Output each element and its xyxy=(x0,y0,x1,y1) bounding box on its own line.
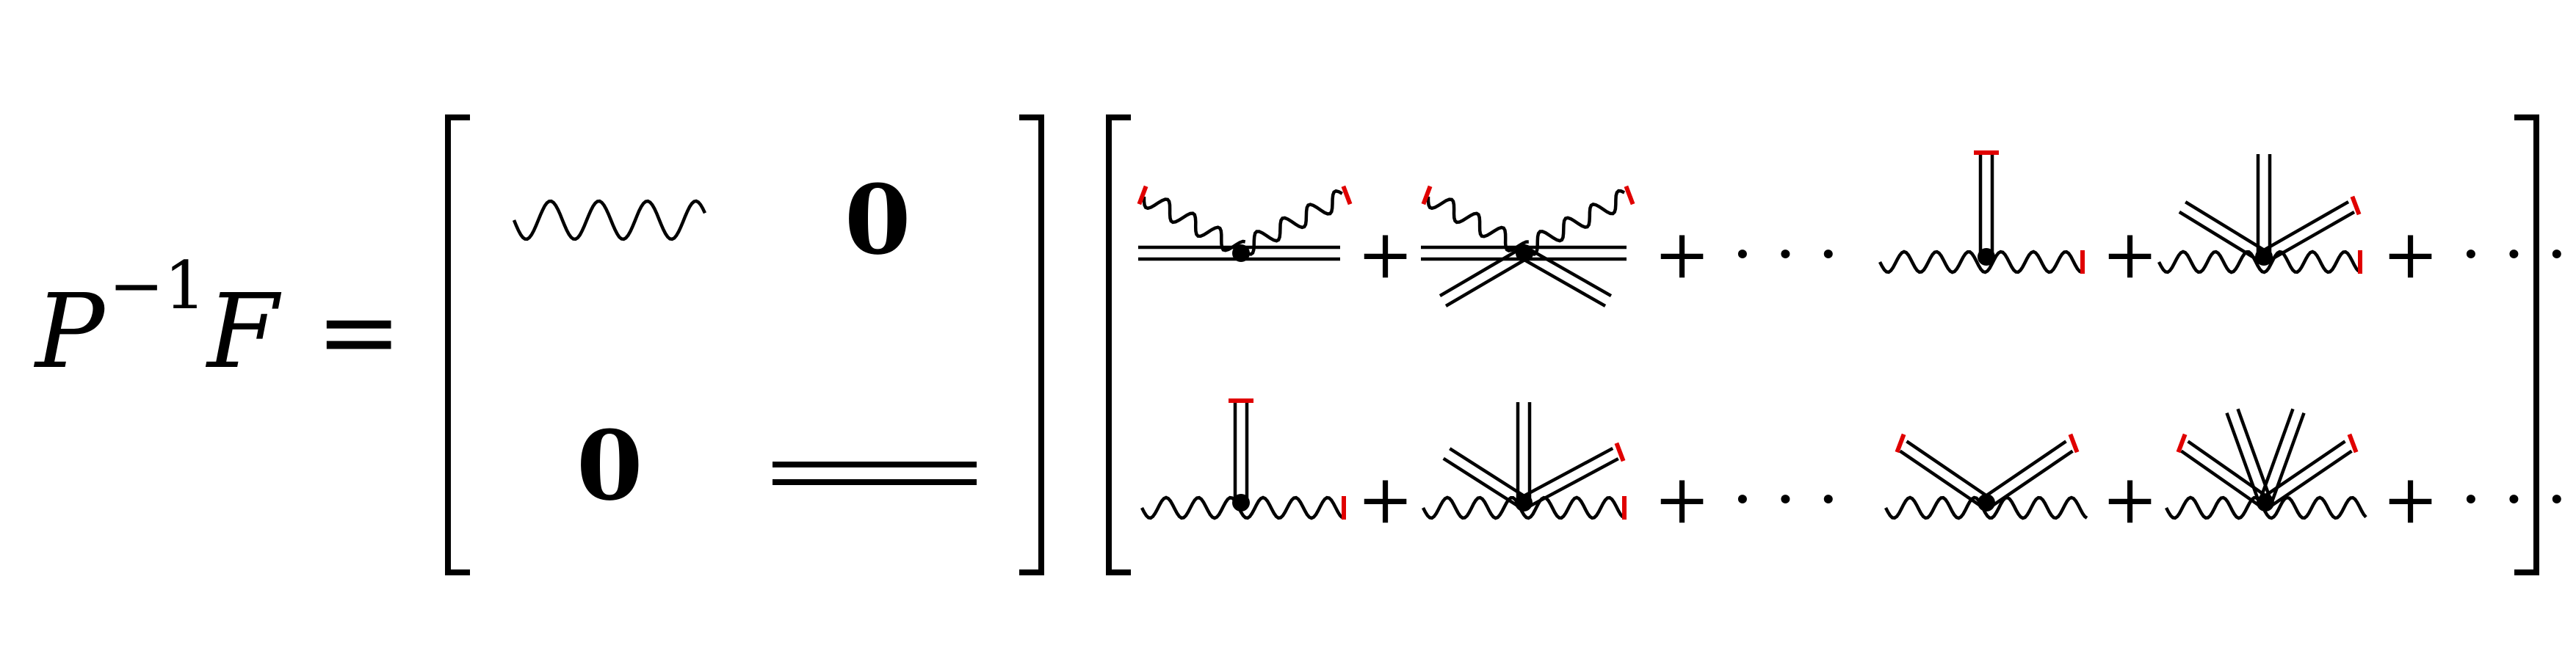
lhs-script-f: F xyxy=(205,272,282,392)
wavy-line-icon xyxy=(1140,495,1344,520)
red-tee-icon xyxy=(2350,195,2362,216)
vertex-dot-icon xyxy=(2255,248,2273,266)
lhs-script-p: P xyxy=(33,272,106,392)
double-line-icon xyxy=(2258,408,2306,506)
zero-bottom: 0 xyxy=(576,409,643,522)
double-line-icon xyxy=(2261,440,2353,509)
plus-ellipsis: + · · · xyxy=(2382,460,2568,539)
red-tee-icon xyxy=(1624,185,1635,205)
double-line-icon xyxy=(1233,402,1249,503)
feynman-diagram-grid xyxy=(1137,150,2367,520)
double-line-icon xyxy=(1982,440,2074,509)
double-line-icon xyxy=(2256,154,2272,257)
double-line-icon xyxy=(1516,402,1532,503)
right-matrix-close-bracket xyxy=(2514,114,2539,575)
diagram-r2c3 xyxy=(1884,433,2088,520)
double-line-icon xyxy=(1439,247,1529,307)
wavy-propagator-cell xyxy=(512,199,707,241)
vertex-dot-icon xyxy=(2257,494,2274,511)
red-tee-icon xyxy=(1341,185,1353,205)
double-line-icon xyxy=(1442,447,1528,509)
plus-sign: + xyxy=(1357,460,1414,539)
plus-ellipsis: + · · · xyxy=(2382,215,2568,294)
vertex-dot-icon xyxy=(1515,494,1533,511)
vertex-dot-icon xyxy=(1978,248,1995,266)
equals-sign: = xyxy=(316,272,402,392)
vertex-dot-icon xyxy=(1232,244,1250,262)
wavy-line-icon xyxy=(1426,197,1529,252)
wavy-line-icon xyxy=(2157,250,2360,274)
double-propagator-cell xyxy=(773,462,977,485)
lhs-expression: P −1 F = xyxy=(33,247,402,392)
wavy-line-icon xyxy=(512,199,707,241)
plus-ellipsis: + · · · xyxy=(1654,215,1839,294)
diagram-r1c1 xyxy=(1137,185,1353,262)
wavy-line-icon xyxy=(1240,189,1343,256)
double-line-icon xyxy=(2178,200,2268,263)
red-tee-icon xyxy=(1614,442,1626,462)
wavy-line-icon xyxy=(1878,250,2083,274)
red-tee-icon xyxy=(1137,185,1148,205)
red-tee-icon xyxy=(1421,185,1433,205)
diagram-r2c4 xyxy=(2165,408,2367,520)
diagram-r2c1 xyxy=(1140,398,1346,520)
series-operators: + + · · · + + · · · + + · · · + + · · · xyxy=(1357,215,2568,539)
vertex-dot-icon xyxy=(1516,244,1533,262)
left-matrix-open-bracket xyxy=(445,114,470,575)
double-line-icon xyxy=(1520,446,1619,510)
diagram-r1c2 xyxy=(1421,185,1635,307)
diagram-r1c4 xyxy=(2157,154,2362,274)
wavy-line-icon xyxy=(2165,495,2367,520)
right-matrix-open-bracket xyxy=(1106,114,1131,575)
plus-sign: + xyxy=(1357,215,1414,294)
red-tee-icon xyxy=(2176,433,2188,454)
double-line-icon xyxy=(2260,200,2356,263)
lhs-exponent: −1 xyxy=(109,247,206,324)
wavy-line-icon xyxy=(1422,495,1624,520)
wavy-line-icon xyxy=(1142,197,1246,252)
plus-ellipsis: + · · · xyxy=(1654,460,1839,539)
double-line-icon xyxy=(1899,440,1991,509)
left-matrix xyxy=(445,114,1044,575)
right-matrix xyxy=(1106,114,2539,575)
diagram-r1c3 xyxy=(1878,150,2085,274)
plus-sign: + xyxy=(2102,215,2158,294)
wavy-line-icon xyxy=(1523,189,1626,256)
vertex-dot-icon xyxy=(1978,494,1995,511)
diagram-r2c2 xyxy=(1422,402,1627,520)
wavy-line-icon xyxy=(1884,495,2088,520)
red-tee-icon xyxy=(2068,433,2080,454)
double-line-icon xyxy=(1520,247,1613,307)
double-line-icon xyxy=(1978,154,1994,257)
red-tee-icon xyxy=(2347,433,2359,454)
left-matrix-close-bracket xyxy=(1019,114,1044,575)
plus-sign: + xyxy=(2102,460,2158,539)
vertex-dot-icon xyxy=(1232,494,1250,511)
red-tee-icon xyxy=(1895,433,1906,454)
zero-top: 0 xyxy=(844,164,911,276)
